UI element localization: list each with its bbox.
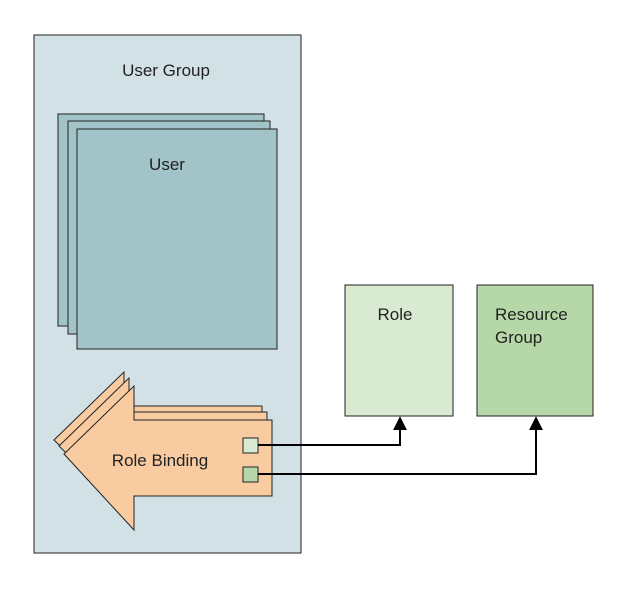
- resource-group-label-line1: Resource: [495, 305, 568, 324]
- role-label: Role: [378, 305, 413, 324]
- role-binding-label: Role Binding: [112, 451, 208, 470]
- role-binding-to-resource-group-connector: [258, 416, 543, 475]
- user-card-front: [76, 128, 278, 350]
- role-connector-port: [242, 437, 259, 454]
- user-group-label: User Group: [122, 61, 210, 80]
- user-label: User: [149, 155, 185, 174]
- user-stack: User: [57, 113, 278, 350]
- role-binding-stack: Role Binding: [53, 370, 273, 532]
- role-box: Role: [344, 284, 454, 417]
- role-binding-arrow-front: [63, 384, 273, 532]
- resource-group-connector-port: [242, 466, 259, 483]
- role-binding-to-role-connector: [258, 416, 407, 446]
- resource-group-label-line2: Group: [495, 328, 542, 347]
- resource-group-box: Resource Group: [476, 284, 594, 417]
